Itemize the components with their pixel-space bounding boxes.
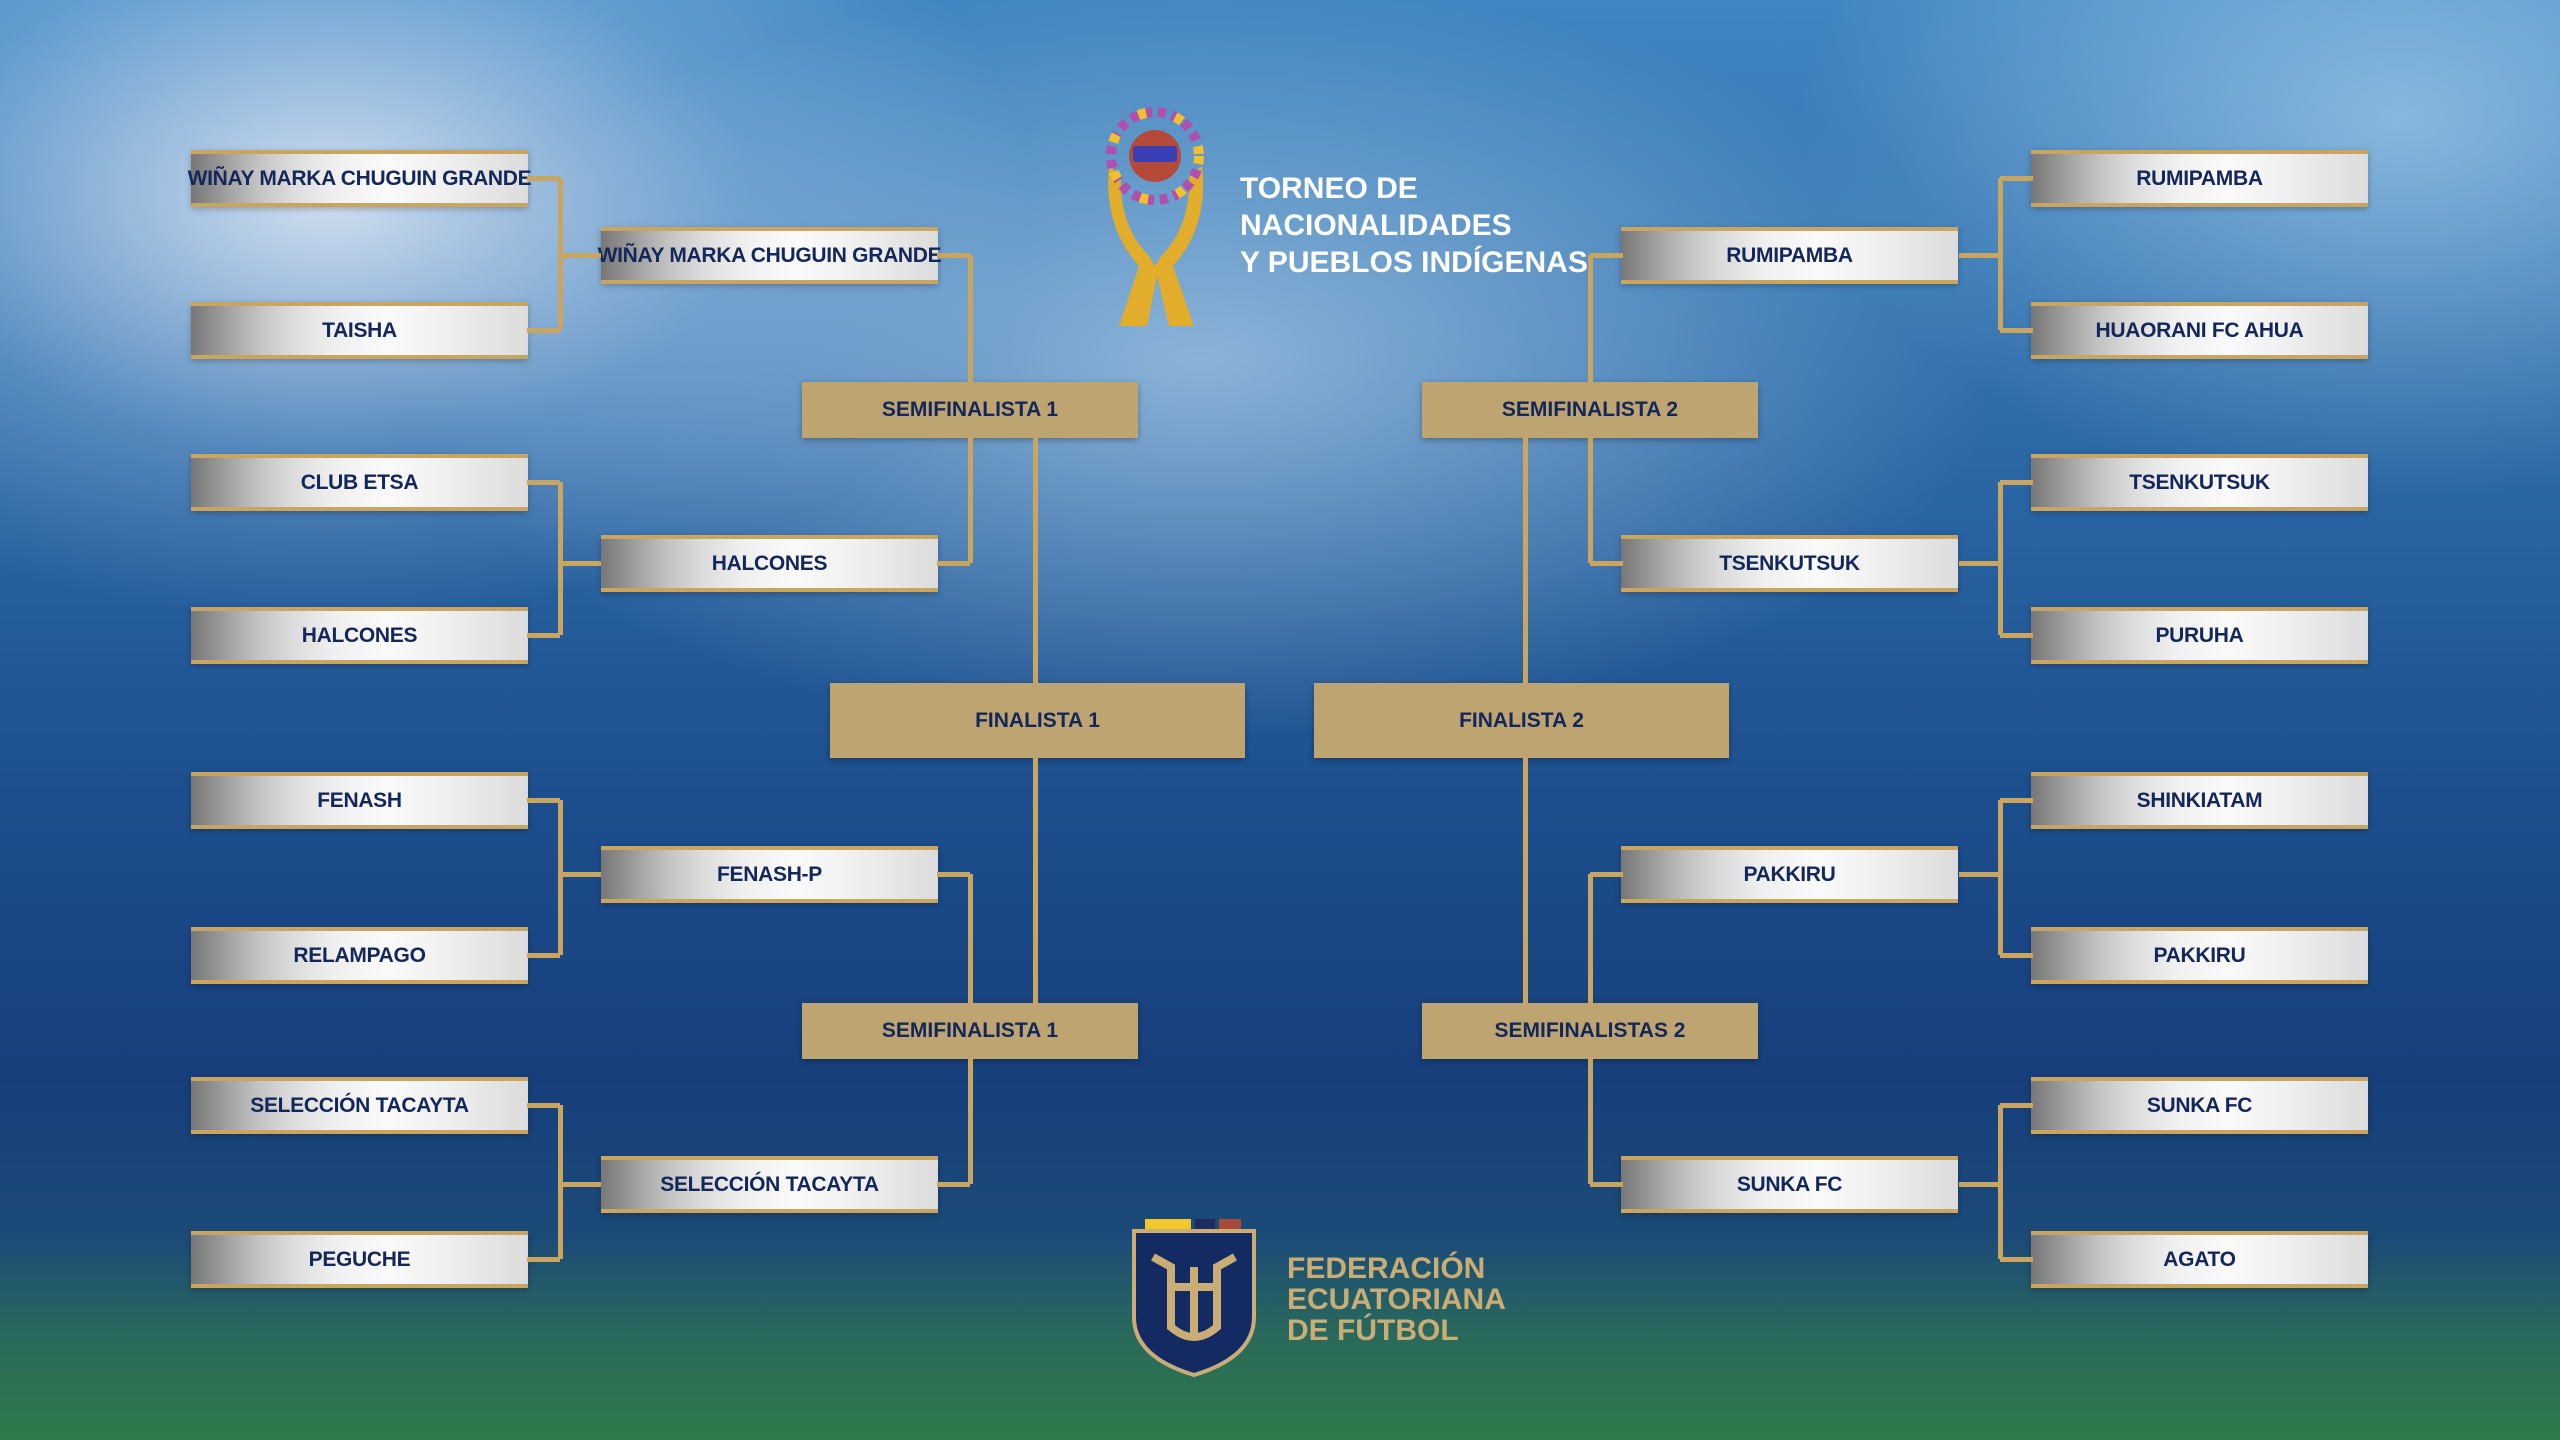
team-box-round1[interactable]: TSENKUTSUK [2031,454,2368,511]
connector-line [527,952,560,958]
connector-line [1959,871,2000,877]
federation-line: FEDERACIÓN [1287,1252,1486,1285]
connector-line [937,560,970,566]
connector-line [560,252,601,258]
team-box-round1[interactable]: FENASH [191,772,528,829]
connector-line [527,175,560,181]
connector-line [937,252,970,258]
connector-line [1590,871,1623,877]
connector-line [967,255,973,382]
connector-line [1997,1105,2003,1259]
connector-line [937,1181,970,1187]
connector-line [1959,560,2000,566]
connector-line [1590,1181,1623,1187]
connector-line [2000,479,2033,485]
connector-line [967,438,973,563]
tournament-title: TORNEO DE NACIONALIDADES Y PUEBLOS INDÍG… [1240,170,1588,281]
connector-line [2000,632,2033,638]
team-box-round2[interactable]: WIÑAY MARKA CHUGUIN GRANDE [598,227,942,284]
title-line: NACIONALIDADES [1240,209,1512,242]
connector-line [2000,952,2033,958]
final-box[interactable]: FINALISTA 2 [1314,683,1729,758]
connector-line [1032,438,1038,683]
team-box-round1[interactable]: SHINKIATAM [2031,772,2368,829]
federation-line: ECUATORIANA [1287,1283,1506,1316]
semifinal-box[interactable]: SEMIFINALISTA 1 [802,1003,1138,1059]
connector-line [1959,1181,2000,1187]
team-box-round1[interactable]: WIÑAY MARKA CHUGUIN GRANDE [188,150,532,207]
semifinal-box[interactable]: SEMIFINALISTA 2 [1422,382,1758,438]
team-box-round1[interactable]: SELECCIÓN TACAYTA [191,1077,528,1134]
connector-line [1587,874,1593,1003]
connector-line [527,797,560,803]
federation-name: FEDERACIÓN ECUATORIANA DE FÚTBOL [1287,1253,1506,1346]
team-box-round2[interactable]: SUNKA FC [1621,1156,1958,1213]
team-box-round1[interactable]: HALCONES [191,607,528,664]
connector-line [1587,438,1593,563]
team-box-round1[interactable]: HUAORANI FC AHUA [2031,302,2368,359]
semifinal-box[interactable]: SEMIFINALISTAS 2 [1422,1003,1758,1059]
connector-line [2000,1256,2033,1262]
team-box-round2[interactable]: TSENKUTSUK [1621,535,1958,592]
title-line: TORNEO DE [1240,172,1418,205]
team-box-round1[interactable]: PURUHA [2031,607,2368,664]
connector-line [1587,255,1593,382]
connector-line [527,1256,560,1262]
team-box-round1[interactable]: RUMIPAMBA [2031,150,2368,207]
connector-line [1587,1058,1593,1184]
connector-line [1997,482,2003,635]
connector-line [967,1058,973,1184]
team-box-round2[interactable]: FENASH-P [601,846,938,903]
connector-line [527,1102,560,1108]
connector-line [2000,797,2033,803]
connector-line [937,871,970,877]
team-box-round2[interactable]: HALCONES [601,535,938,592]
team-box-round1[interactable]: PEGUCHE [191,1231,528,1288]
semifinal-box[interactable]: SEMIFINALISTA 1 [802,382,1138,438]
team-box-round1[interactable]: RELAMPAGO [191,927,528,984]
connector-line [2000,1102,2033,1108]
connector-line [2000,175,2033,181]
connector-line [2000,327,2033,333]
fef-shield-logo [1131,1217,1257,1378]
connector-line [560,1181,601,1187]
federation-line: DE FÚTBOL [1287,1314,1459,1347]
connector-line [557,800,563,955]
team-box-round1[interactable]: PAKKIRU [2031,927,2368,984]
final-box[interactable]: FINALISTA 1 [830,683,1245,758]
connector-line [1522,438,1528,683]
team-box-round2[interactable]: RUMIPAMBA [1621,227,1958,284]
connector-line [1590,252,1623,258]
team-box-round1[interactable]: CLUB ETSA [191,454,528,511]
team-box-round1[interactable]: AGATO [2031,1231,2368,1288]
connector-line [557,482,563,635]
title-line: Y PUEBLOS INDÍGENAS [1240,246,1588,279]
connector-line [560,560,601,566]
connector-line [527,632,560,638]
connector-line [1959,252,2000,258]
team-box-round2[interactable]: PAKKIRU [1621,846,1958,903]
connector-line [1997,178,2003,330]
connector-line [1590,560,1623,566]
connector-line [560,871,601,877]
connector-line [527,479,560,485]
connector-line [1997,800,2003,955]
tournament-logo [1099,106,1212,328]
team-box-round1[interactable]: SUNKA FC [2031,1077,2368,1134]
team-box-round1[interactable]: TAISHA [191,302,528,359]
connector-line [1032,758,1038,1003]
connector-line [527,327,560,333]
connector-line [1522,758,1528,1003]
connector-line [967,874,973,1003]
team-box-round2[interactable]: SELECCIÓN TACAYTA [601,1156,938,1213]
